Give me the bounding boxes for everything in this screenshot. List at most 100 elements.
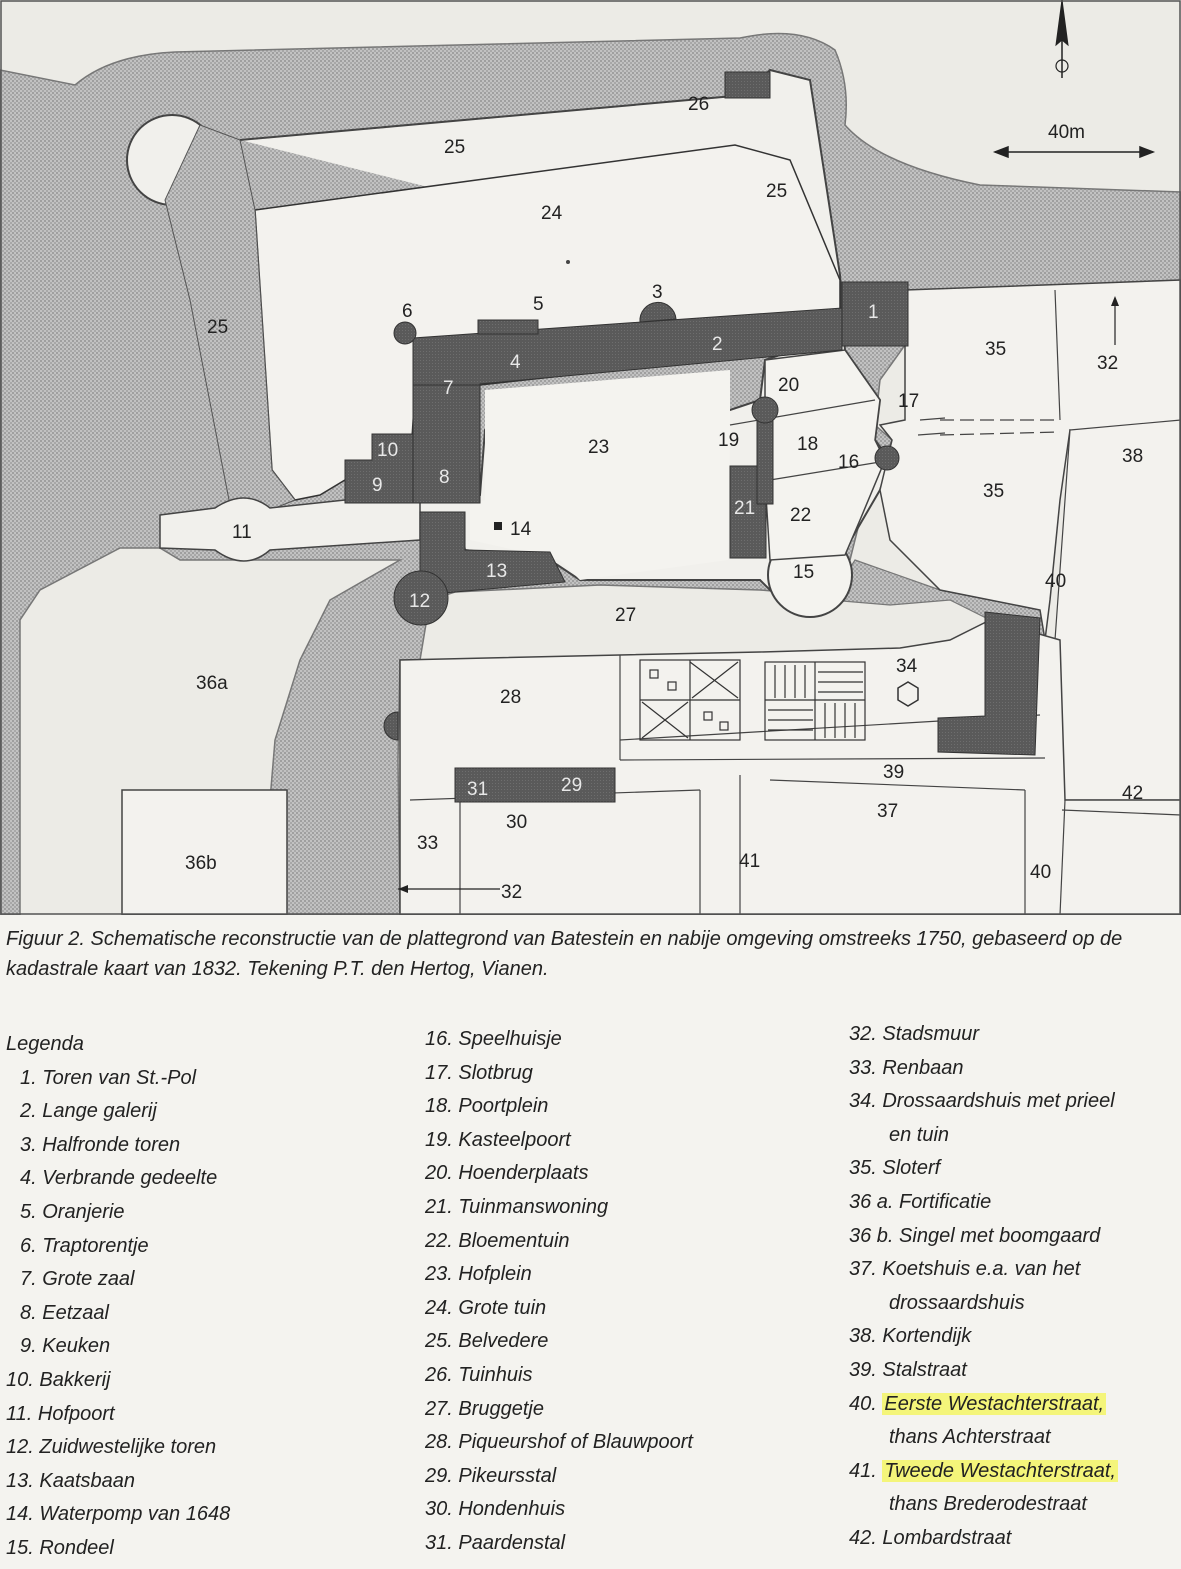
map-label-18: 18 bbox=[797, 434, 818, 455]
prieel-shape bbox=[897, 681, 919, 707]
legend-item: 42. Lombardstraat bbox=[849, 1526, 1012, 1549]
waterpomp-marker bbox=[494, 522, 502, 530]
map-label-4: 4 bbox=[510, 352, 521, 373]
legend-item-continuation: drossaardshuis bbox=[889, 1291, 1025, 1314]
legend-item: 12. Zuidwestelijke toren bbox=[6, 1436, 217, 1459]
legend-item: 6. Traptorentje bbox=[20, 1234, 149, 1257]
map-label-35-top: 35 bbox=[985, 339, 1006, 360]
legend-item: 10. Bakkerij bbox=[6, 1368, 111, 1391]
legend-item: 3. Halfronde toren bbox=[20, 1133, 181, 1156]
legend-item: 13. Kaatsbaan bbox=[6, 1469, 135, 1492]
map-label-27: 27 bbox=[615, 605, 636, 626]
map-label-35-bottom: 35 bbox=[983, 481, 1004, 502]
legend-item: 27. Bruggetje bbox=[425, 1397, 544, 1420]
map-label-41: 41 bbox=[739, 851, 760, 872]
legend-item: 39. Stalstraat bbox=[849, 1358, 967, 1381]
site-plan-map: 40m 1 2 3 4 5 6 7 8 9 10 11 12 13 14 15 … bbox=[0, 0, 1181, 915]
legend-item: 2. Lange galerij bbox=[20, 1100, 157, 1123]
map-label-12: 12 bbox=[409, 591, 430, 612]
scale-label: 40m bbox=[1048, 122, 1085, 143]
map-label-6: 6 bbox=[402, 301, 413, 322]
legend-item: 31. Paardenstal bbox=[425, 1531, 566, 1554]
map-label-40-top: 40 bbox=[1045, 571, 1066, 592]
legend-item: 34. Drossaardshuis met prieel bbox=[849, 1090, 1115, 1113]
map-label-39: 39 bbox=[883, 762, 904, 783]
map-label-20: 20 bbox=[778, 375, 799, 396]
map-label-22: 22 bbox=[790, 505, 811, 526]
legend-item: 28. Piqueurshof of Blauwpoort bbox=[425, 1431, 693, 1454]
map-label-40-bottom: 40 bbox=[1030, 862, 1051, 883]
map-label-26: 26 bbox=[688, 94, 709, 115]
legend-item: 9. Keuken bbox=[20, 1335, 111, 1358]
legend-item-continuation: en tuin bbox=[889, 1123, 950, 1146]
map-label-36b: 36b bbox=[185, 853, 217, 874]
legend-item: 29. Pikeursstal bbox=[425, 1464, 557, 1487]
map-label-9: 9 bbox=[372, 475, 383, 496]
legend-item: 23. Hofplein bbox=[425, 1263, 532, 1286]
legend-item: 7. Grote zaal bbox=[20, 1268, 135, 1291]
legend-item: 32. Stadsmuur bbox=[849, 1023, 980, 1045]
legend-item: 18. Poortplein bbox=[425, 1095, 549, 1118]
legend-column-2: 16. Speelhuisje 17. Slotbrug 18. Poortpl… bbox=[425, 1023, 693, 1561]
legend-column-3: 32. Stadsmuur 33. Renbaan 34. Drossaards… bbox=[849, 1018, 1118, 1556]
map-label-13: 13 bbox=[486, 561, 507, 582]
map-label-11: 11 bbox=[232, 522, 252, 543]
map-label-37: 37 bbox=[877, 801, 898, 822]
parterre-garden-right bbox=[764, 661, 866, 741]
legend-item: 1. Toren van St.-Pol bbox=[20, 1066, 197, 1089]
map-label-28: 28 bbox=[500, 687, 521, 708]
legend-item: 33. Renbaan bbox=[849, 1056, 964, 1079]
highlighted-text: Tweede Westachterstraat, bbox=[882, 1459, 1118, 1482]
legend-item: 24. Grote tuin bbox=[425, 1296, 547, 1319]
map-label-2: 2 bbox=[712, 334, 723, 355]
map-label-30: 30 bbox=[506, 812, 527, 833]
legend-item: 35. Sloterf bbox=[849, 1157, 941, 1180]
map-label-19: 19 bbox=[718, 430, 739, 451]
legend-item: 15. Rondeel bbox=[6, 1536, 114, 1559]
legend-column-1: Legenda 1. Toren van St.-Pol 2. Lange ga… bbox=[6, 1028, 230, 1566]
legend-item: 5. Oranjerie bbox=[20, 1200, 125, 1223]
legend-item: 37. Koetshuis e.a. van het bbox=[849, 1258, 1081, 1281]
figure-caption: Figuur 2. Schematische reconstructie van… bbox=[6, 928, 1123, 980]
legend-item: 4. Verbrande gedeelte bbox=[20, 1167, 218, 1190]
legend-number: 40. bbox=[849, 1392, 877, 1415]
map-label-17: 17 bbox=[898, 391, 919, 412]
legend-item: 36 a. Fortificatie bbox=[849, 1190, 992, 1213]
map-label-38: 38 bbox=[1122, 446, 1143, 467]
map-label-33: 33 bbox=[417, 833, 438, 854]
legend-item-continuation: thans Achterstraat bbox=[889, 1426, 1051, 1449]
parterre-garden-left bbox=[639, 659, 741, 741]
legend-item: 11. Hofpoort bbox=[6, 1402, 115, 1425]
legend-item: 36 b. Singel met boomgaard bbox=[849, 1224, 1101, 1247]
map-label-21: 21 bbox=[734, 498, 755, 519]
map-label-3: 3 bbox=[652, 282, 663, 303]
legend-item: 38. Kortendijk bbox=[849, 1325, 972, 1348]
legend-item: 16. Speelhuisje bbox=[425, 1028, 562, 1050]
map-label-15: 15 bbox=[793, 562, 814, 583]
legend-number: 41. bbox=[849, 1459, 877, 1482]
legend-item: 17. Slotbrug bbox=[425, 1061, 533, 1084]
legend-item: 20. Hoenderplaats bbox=[425, 1162, 589, 1185]
legend-item-40: 40. Eerste Westachterstraat, bbox=[849, 1388, 1118, 1422]
map-label-25-right: 25 bbox=[766, 181, 787, 202]
map-label-25-left: 25 bbox=[207, 317, 228, 338]
map-label-5: 5 bbox=[533, 294, 544, 315]
map-label-42: 42 bbox=[1122, 783, 1143, 804]
legend-item: 21. Tuinmanswoning bbox=[425, 1195, 609, 1218]
map-label-8: 8 bbox=[439, 467, 450, 488]
map-label-24: 24 bbox=[541, 203, 563, 224]
legend-item-41: 41. Tweede Westachterstraat, bbox=[849, 1455, 1118, 1489]
map-label-1: 1 bbox=[868, 302, 879, 323]
map-label-10: 10 bbox=[377, 440, 398, 461]
map-label-36a: 36a bbox=[196, 673, 228, 694]
map-label-14: 14 bbox=[510, 519, 532, 540]
map-label-16: 16 bbox=[838, 452, 859, 473]
buildings bbox=[344, 71, 1041, 803]
map-label-34: 34 bbox=[896, 656, 918, 677]
legend-item: 14. Waterpomp van 1648 bbox=[6, 1503, 231, 1526]
map-label-7: 7 bbox=[443, 378, 454, 399]
map-label-32-bottom: 32 bbox=[501, 882, 522, 903]
north-arrow-icon bbox=[1055, 0, 1069, 78]
legend-title: Legenda bbox=[6, 1033, 84, 1055]
legend-item: 25. Belvedere bbox=[425, 1330, 549, 1353]
